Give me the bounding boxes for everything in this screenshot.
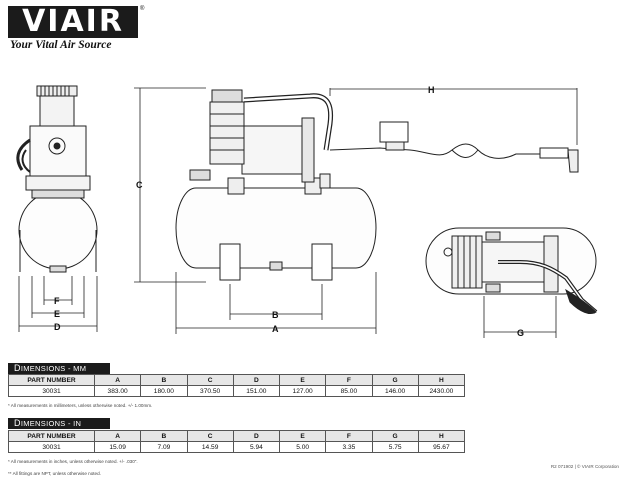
logo-tagline: Your Vital Air Source [10, 39, 112, 51]
side-view [16, 85, 98, 273]
side-tank-circle [18, 190, 98, 270]
viair-logo: VIAIR ® Your Vital Air Source [8, 4, 144, 51]
front-leg-left [219, 243, 241, 281]
table-header-row: PART NUMBER A B C D E F G H [8, 430, 466, 442]
table-dimensions-mm: PART NUMBER A B C D E F G H 30031 383.00… [8, 374, 466, 397]
front-leg-right [311, 243, 333, 281]
table-mm-note: * All measurements in millimeters, unles… [8, 403, 153, 408]
dim-label-b: B [272, 310, 279, 320]
dim-label-a: A [272, 324, 279, 334]
top-view [425, 227, 598, 315]
front-tank [175, 187, 377, 269]
table-row: 30031 383.00 180.00 370.50 151.00 127.00… [8, 385, 466, 397]
thread-note: ** All fittings are NPT, unless otherwis… [8, 471, 101, 476]
dim-label-g: G [517, 328, 524, 338]
dims-side [18, 276, 98, 332]
relay-box [379, 121, 409, 143]
front-view [175, 89, 579, 281]
side-motor-body [29, 125, 87, 177]
dim-label-d: D [54, 322, 61, 332]
dim-label-h: H [428, 85, 435, 95]
logo-wordmark: VIAIR [22, 4, 124, 39]
front-motor [241, 125, 309, 175]
dim-label-c: C [136, 180, 143, 190]
registered-mark: ® [140, 6, 145, 12]
dims-top [483, 296, 557, 338]
table-dimensions-in: PART NUMBER A B C D E F G H 30031 15.09 … [8, 430, 466, 453]
dims-front [134, 87, 578, 334]
top-head [451, 235, 483, 289]
table-header-row: PART NUMBER A B C D E F G H [8, 374, 466, 386]
table-mm-title: DIMENSIONS - MM [8, 363, 110, 374]
table-in-note: * All measurements in inches, unless oth… [8, 459, 138, 464]
dim-label-f: F [54, 296, 60, 306]
footer-revision: R2 071902 | © VIAIR Corporation [550, 464, 619, 469]
front-head-top [211, 89, 243, 103]
dim-label-e: E [54, 309, 60, 319]
logo-background [8, 6, 138, 38]
table-row: 30031 15.09 7.09 14.59 5.94 5.00 3.35 5.… [8, 441, 466, 453]
technical-drawing: F E D B A C H G [16, 85, 598, 338]
table-in-title: DIMENSIONS - IN [8, 418, 110, 429]
